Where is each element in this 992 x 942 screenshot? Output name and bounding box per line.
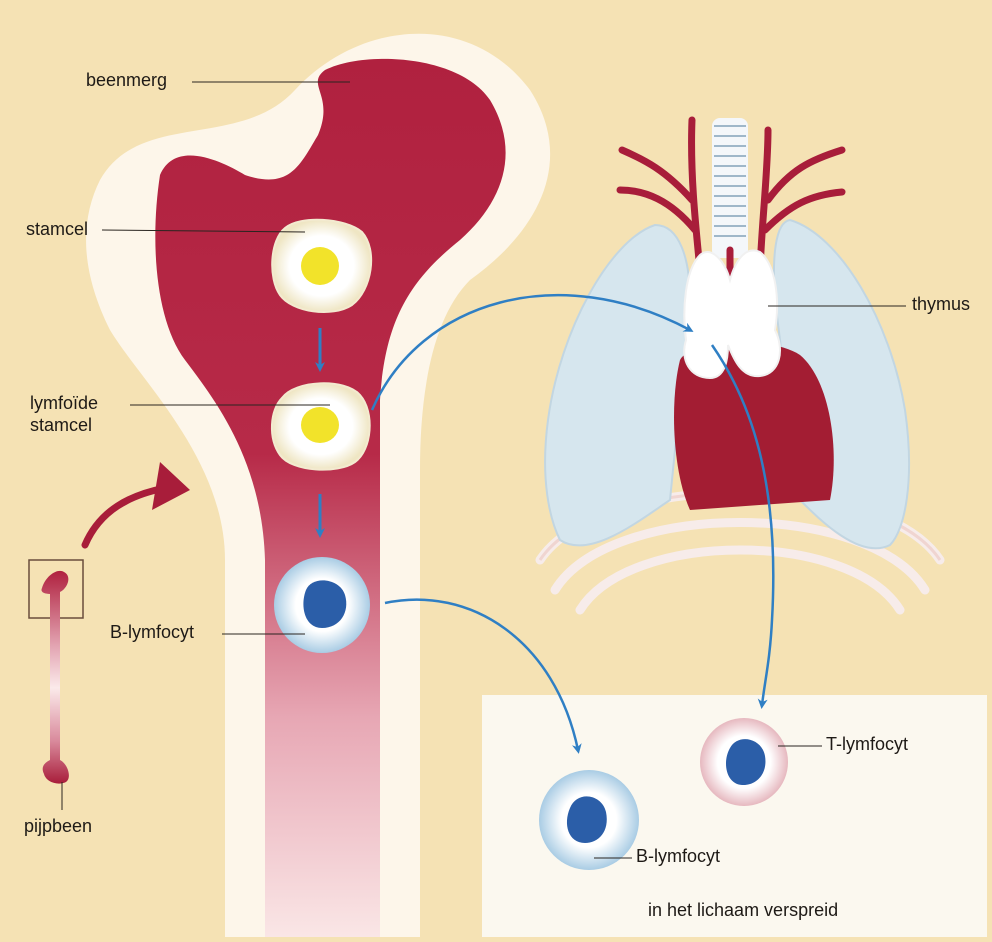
zoom-arrow <box>85 488 165 545</box>
left-lung <box>545 225 690 545</box>
long-bone-mini <box>41 571 68 784</box>
label-marrow: beenmerg <box>86 70 167 91</box>
label-long-bone: pijpbeen <box>24 816 92 837</box>
zoom-arrow-head <box>152 462 190 510</box>
label-lymphoid-stem-cell: lymfoïde stamcel <box>30 392 98 436</box>
label-b-lymphocyte-body: B-lymfocyt <box>636 846 720 867</box>
label-b-lymphocyte-bone: B-lymfocyt <box>110 622 194 643</box>
label-body-distribution: in het lichaam verspreid <box>648 900 838 921</box>
bone-marrow-region <box>155 59 505 937</box>
b-lymphocyte-body-nucleus <box>567 796 607 843</box>
stem-cell-nucleus <box>301 247 339 285</box>
label-stem-cell: stamcel <box>26 219 88 240</box>
label-t-lymphocyte: T-lymfocyt <box>826 734 908 755</box>
lymphoid-stem-cell-nucleus <box>301 407 339 443</box>
label-thymus: thymus <box>912 294 970 315</box>
